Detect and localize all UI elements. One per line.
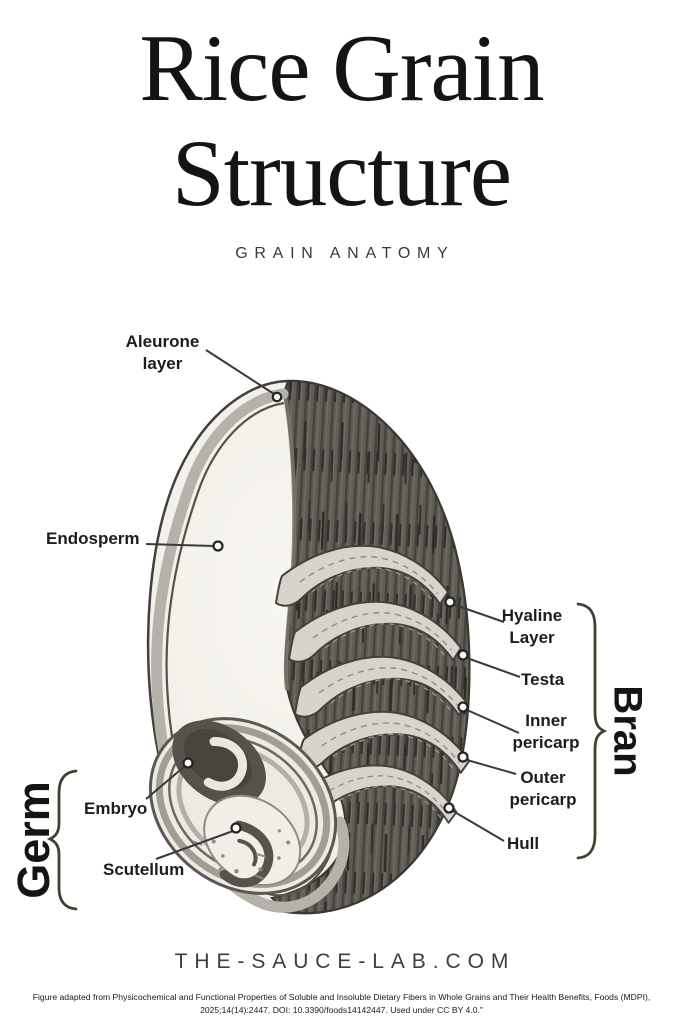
scutellum-curl: [219, 820, 274, 888]
page-title-line2: Structure: [171, 119, 512, 226]
embryo-hook: [203, 737, 247, 791]
leader-hyaline: [454, 604, 505, 623]
leader-endosperm: [145, 543, 215, 547]
dot-hyaline: [444, 596, 456, 608]
label-testa: Testa: [521, 670, 565, 689]
dot-testa: [457, 649, 469, 661]
bran-brace: [576, 602, 608, 860]
germ-brace: [46, 769, 78, 911]
label-bran-group: Bran: [605, 685, 650, 777]
dot-endosperm: [212, 540, 224, 552]
cut-ridge-sheen: [283, 394, 297, 691]
germ-ring-1: [155, 724, 331, 888]
leader-dots: [182, 391, 469, 834]
label-scutellum: Scutellum: [103, 860, 185, 879]
citation-text: Figure adapted from Physicochemical and …: [32, 992, 651, 1016]
leader-testa: [466, 657, 521, 678]
dot-hull: [443, 802, 455, 814]
leader-lines: [145, 349, 521, 860]
label-hyaline-layer: Hyaline Layer: [501, 606, 563, 647]
dot-scutellum: [230, 822, 242, 834]
label-outer-pericarp: Outer pericarp: [509, 768, 577, 809]
leader-embryo: [145, 765, 186, 800]
header: Rice Grain Structure GRAIN ANATOMY: [0, 0, 683, 263]
leader-outer-pericarp: [466, 759, 517, 775]
leader-scutellum: [155, 830, 234, 860]
label-aleurone-layer: Aleurone layer: [125, 332, 200, 373]
label-embryo: Embryo: [84, 799, 148, 818]
dot-outer-pericarp: [457, 751, 469, 763]
label-inner-pericarp: Inner pericarp: [512, 711, 580, 752]
germ-structure: [148, 717, 338, 895]
label-hull: Hull: [507, 834, 540, 853]
page-subtitle: GRAIN ANATOMY: [235, 245, 455, 262]
leader-aleurone: [205, 349, 275, 395]
dot-inner-pericarp: [457, 701, 469, 713]
website-url: THE-SAUCE-LAB.COM: [174, 950, 516, 973]
dot-embryo: [182, 757, 194, 769]
label-endosperm: Endosperm: [46, 529, 140, 548]
page-title-line1: Rice Grain: [139, 15, 544, 121]
leader-inner-pericarp: [466, 709, 520, 734]
scutellum-curl-inner: [237, 838, 258, 867]
dot-aleurone: [271, 391, 283, 403]
label-germ-group: Germ: [8, 781, 59, 899]
page-title: Rice Grain Structure: [0, 16, 683, 225]
germ-stipple: [211, 829, 291, 874]
leader-hull: [452, 810, 505, 842]
